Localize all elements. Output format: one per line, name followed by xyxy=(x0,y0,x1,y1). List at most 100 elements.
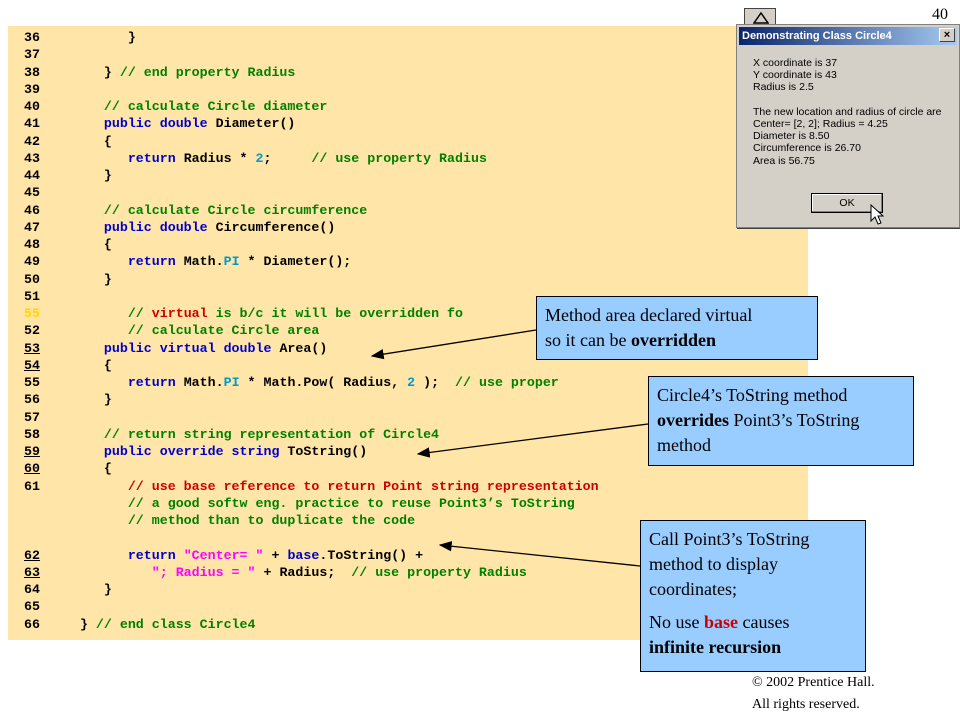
code-token: // end class Circle4 xyxy=(95,616,256,632)
line-number: 55 xyxy=(24,306,40,321)
code-token: // calculate Circle circumference xyxy=(103,202,368,218)
callout-base-line3: coordinates; xyxy=(649,579,737,599)
callout-base-red: base xyxy=(704,612,739,632)
code-token: // use proper xyxy=(455,375,559,390)
code-token: Math. xyxy=(175,254,224,270)
dialog-line: Y coordinate is 43 xyxy=(753,69,837,82)
line-number: 55 xyxy=(24,375,40,390)
triangle-up-icon xyxy=(753,12,769,24)
code-token: // calculate Circle diameter xyxy=(103,99,328,114)
code-line: 39 xyxy=(24,81,56,98)
line-number: 56 xyxy=(24,392,40,408)
dialog-title: Demonstrating Class Circle4 xyxy=(739,27,957,45)
line-number: 46 xyxy=(24,202,40,218)
mouse-pointer-icon xyxy=(870,204,884,225)
code-token: public double xyxy=(103,219,208,235)
callout-override: Circle4’s ToString method overrides Poin… xyxy=(648,376,914,466)
callout-virtual-bold: overridden xyxy=(630,330,716,350)
code-token: + Radius; xyxy=(255,564,352,580)
code-line: 60 { xyxy=(24,460,112,477)
code-line: 49 return Math.PI * Diameter(); xyxy=(24,253,351,270)
copyright-line1: © 2002 Prentice Hall. xyxy=(752,675,875,690)
code-token: // use property Radius xyxy=(311,150,487,166)
code-line: 47 public double Circumference() xyxy=(24,219,335,236)
code-line: 59 public override string ToString() xyxy=(24,443,367,460)
code-line: 56 } xyxy=(24,391,112,408)
code-token: } xyxy=(56,64,120,80)
code-token: return xyxy=(127,254,176,270)
line-number: 48 xyxy=(24,237,40,252)
code-token: Math. xyxy=(175,375,224,390)
code-token: public double xyxy=(103,116,208,132)
line-number: 49 xyxy=(24,254,40,270)
code-token: } xyxy=(56,30,136,45)
code-line: 48 { xyxy=(24,236,112,253)
code-token: { xyxy=(56,357,112,373)
code-line: 37 xyxy=(24,46,56,63)
callout-virtual-line2: so it can be xyxy=(545,330,631,350)
code-token: Area() xyxy=(271,340,328,356)
line-number: 66 xyxy=(24,616,40,632)
code-line: 55 // virtual is b/c it will be overridd… xyxy=(24,305,463,322)
code-line: 66 } // end class Circle4 xyxy=(24,616,256,633)
code-token: Radius * xyxy=(175,150,256,166)
code-token: // use base reference to return Point st… xyxy=(127,478,599,494)
code-line: 36 } xyxy=(24,29,136,46)
line-number: 42 xyxy=(24,133,40,149)
code-token: // calculate Circle area xyxy=(127,323,320,339)
code-line: 50 } xyxy=(24,271,112,288)
line-number: 61 xyxy=(24,478,40,494)
close-icon[interactable]: × xyxy=(939,28,955,42)
callout-override-line1: Circle4’s ToString method xyxy=(657,385,848,405)
code-token: ; xyxy=(263,150,312,166)
line-number: 41 xyxy=(24,116,40,132)
dialog-line: The new location and radius of circle ar… xyxy=(753,105,942,118)
code-line: 45 xyxy=(24,184,56,201)
code-line: 64 } xyxy=(24,581,112,598)
dialog-line: Center= [2, 2]; Radius = 4.25 xyxy=(753,118,888,130)
callout-virtual: Method area declared virtual so it can b… xyxy=(536,296,818,360)
line-number: 59 xyxy=(24,444,40,459)
code-line: 53 public virtual double Area() xyxy=(24,340,327,357)
code-line: 43 return Radius * 2; // use property Ra… xyxy=(24,150,487,167)
line-number: 63 xyxy=(24,564,40,580)
line-number: 53 xyxy=(24,340,40,356)
line-number: 58 xyxy=(24,426,40,442)
code-token: PI xyxy=(223,254,240,270)
code-token: * Math.Pow( Radius, xyxy=(239,375,408,390)
code-line: 57 xyxy=(24,409,56,426)
code-token: { xyxy=(56,461,112,477)
line-number: 45 xyxy=(24,185,40,201)
code-token: "Center= " xyxy=(183,547,264,563)
line-number: 62 xyxy=(24,547,40,563)
code-token: Diameter() xyxy=(207,116,296,132)
line-number: 43 xyxy=(24,150,40,166)
line-number: 60 xyxy=(24,461,40,477)
code-line: 54 { xyxy=(24,357,112,374)
code-token: // end property Radius xyxy=(119,64,296,80)
code-line: 52 // calculate Circle area xyxy=(24,322,319,339)
code-line: // method than to duplicate the code xyxy=(24,512,415,529)
code-token: public virtual double xyxy=(103,340,272,356)
code-token: 2 xyxy=(407,375,416,390)
code-token: // method than to duplicate the code xyxy=(127,513,416,528)
code-token: ); xyxy=(415,375,456,390)
copyright-line2: All rights reserved. xyxy=(752,697,860,712)
code-token: // return string representation of Circl… xyxy=(103,426,440,442)
line-number: 40 xyxy=(24,99,40,114)
callout-override-line3: method xyxy=(657,435,711,455)
copyright-notice: © 2002 Prentice Hall. All rights reserve… xyxy=(752,672,875,716)
code-token: } xyxy=(56,582,112,597)
code-token: base xyxy=(287,547,320,563)
ok-button[interactable]: OK xyxy=(811,193,883,213)
code-line: 51 xyxy=(24,288,56,305)
code-line: 40 // calculate Circle diameter xyxy=(24,98,327,115)
line-number: 64 xyxy=(24,582,40,597)
code-token: return xyxy=(127,375,176,390)
code-token: } xyxy=(56,168,112,183)
line-number: 57 xyxy=(24,409,40,425)
code-line: // a good softw eng. practice to reuse P… xyxy=(24,495,575,512)
callout-base-line1: Call Point3’s ToString xyxy=(649,529,810,549)
line-number: 44 xyxy=(24,168,40,183)
